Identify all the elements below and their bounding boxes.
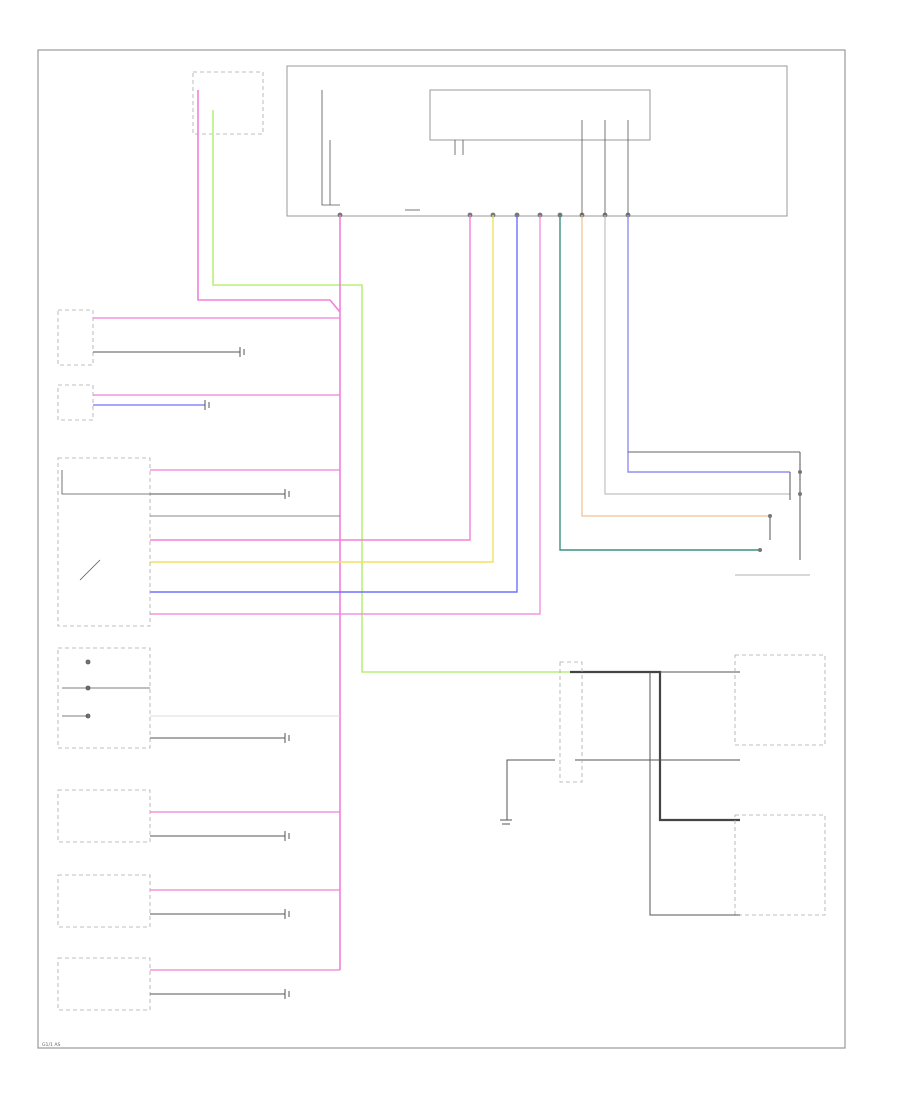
diagram-border: [37, 49, 846, 1049]
pink-feed-wire: [197, 90, 341, 313]
heated-seat-switch-box: [57, 957, 151, 1011]
purple-ip-wire: [627, 215, 790, 473]
instrument-panel-connector: [769, 452, 801, 560]
clockspring-box: [559, 661, 583, 783]
right-steering-switch-box: [734, 814, 826, 916]
hood-switch-box: [57, 384, 94, 421]
clockspring-wire-top: [570, 670, 740, 822]
fog-switch-contacts: [62, 659, 150, 719]
headlamp-switch-box: [57, 457, 151, 627]
yellow-headlamp-wire: [150, 215, 494, 563]
right-switch-bottom-wire: [649, 672, 740, 916]
stability-switch-box: [57, 874, 151, 928]
left-steering-switch-box: [734, 654, 826, 746]
dimmer-switch-box: [57, 789, 151, 843]
module-internal-wires: [321, 90, 629, 215]
inner-module-box: [429, 89, 651, 141]
fog-switch-box: [57, 647, 151, 749]
peach-ip-wire: [581, 215, 770, 517]
body-control-module-box: [286, 65, 788, 217]
ground-symbols: [204, 347, 512, 999]
fuse-switch-box: [57, 309, 94, 366]
blue-headlamp-wire: [150, 215, 518, 593]
pink-headlamp-wire: [150, 215, 471, 541]
ip-pins: [758, 470, 802, 552]
gray-ip-wire: [604, 215, 790, 495]
pink2-headlamp-wire: [150, 215, 541, 615]
top-fuse-block-box: [192, 71, 264, 135]
footer-code: G1/1 AS: [42, 1042, 61, 1048]
headlamp-switch-contacts: [61, 470, 150, 581]
green-feed-wire: [212, 110, 570, 673]
left-branch-wires: [93, 317, 340, 995]
teal-ip-wire: [559, 215, 760, 551]
module-connector-pins: [337, 212, 631, 218]
clockspring-ground-wire: [506, 759, 555, 820]
